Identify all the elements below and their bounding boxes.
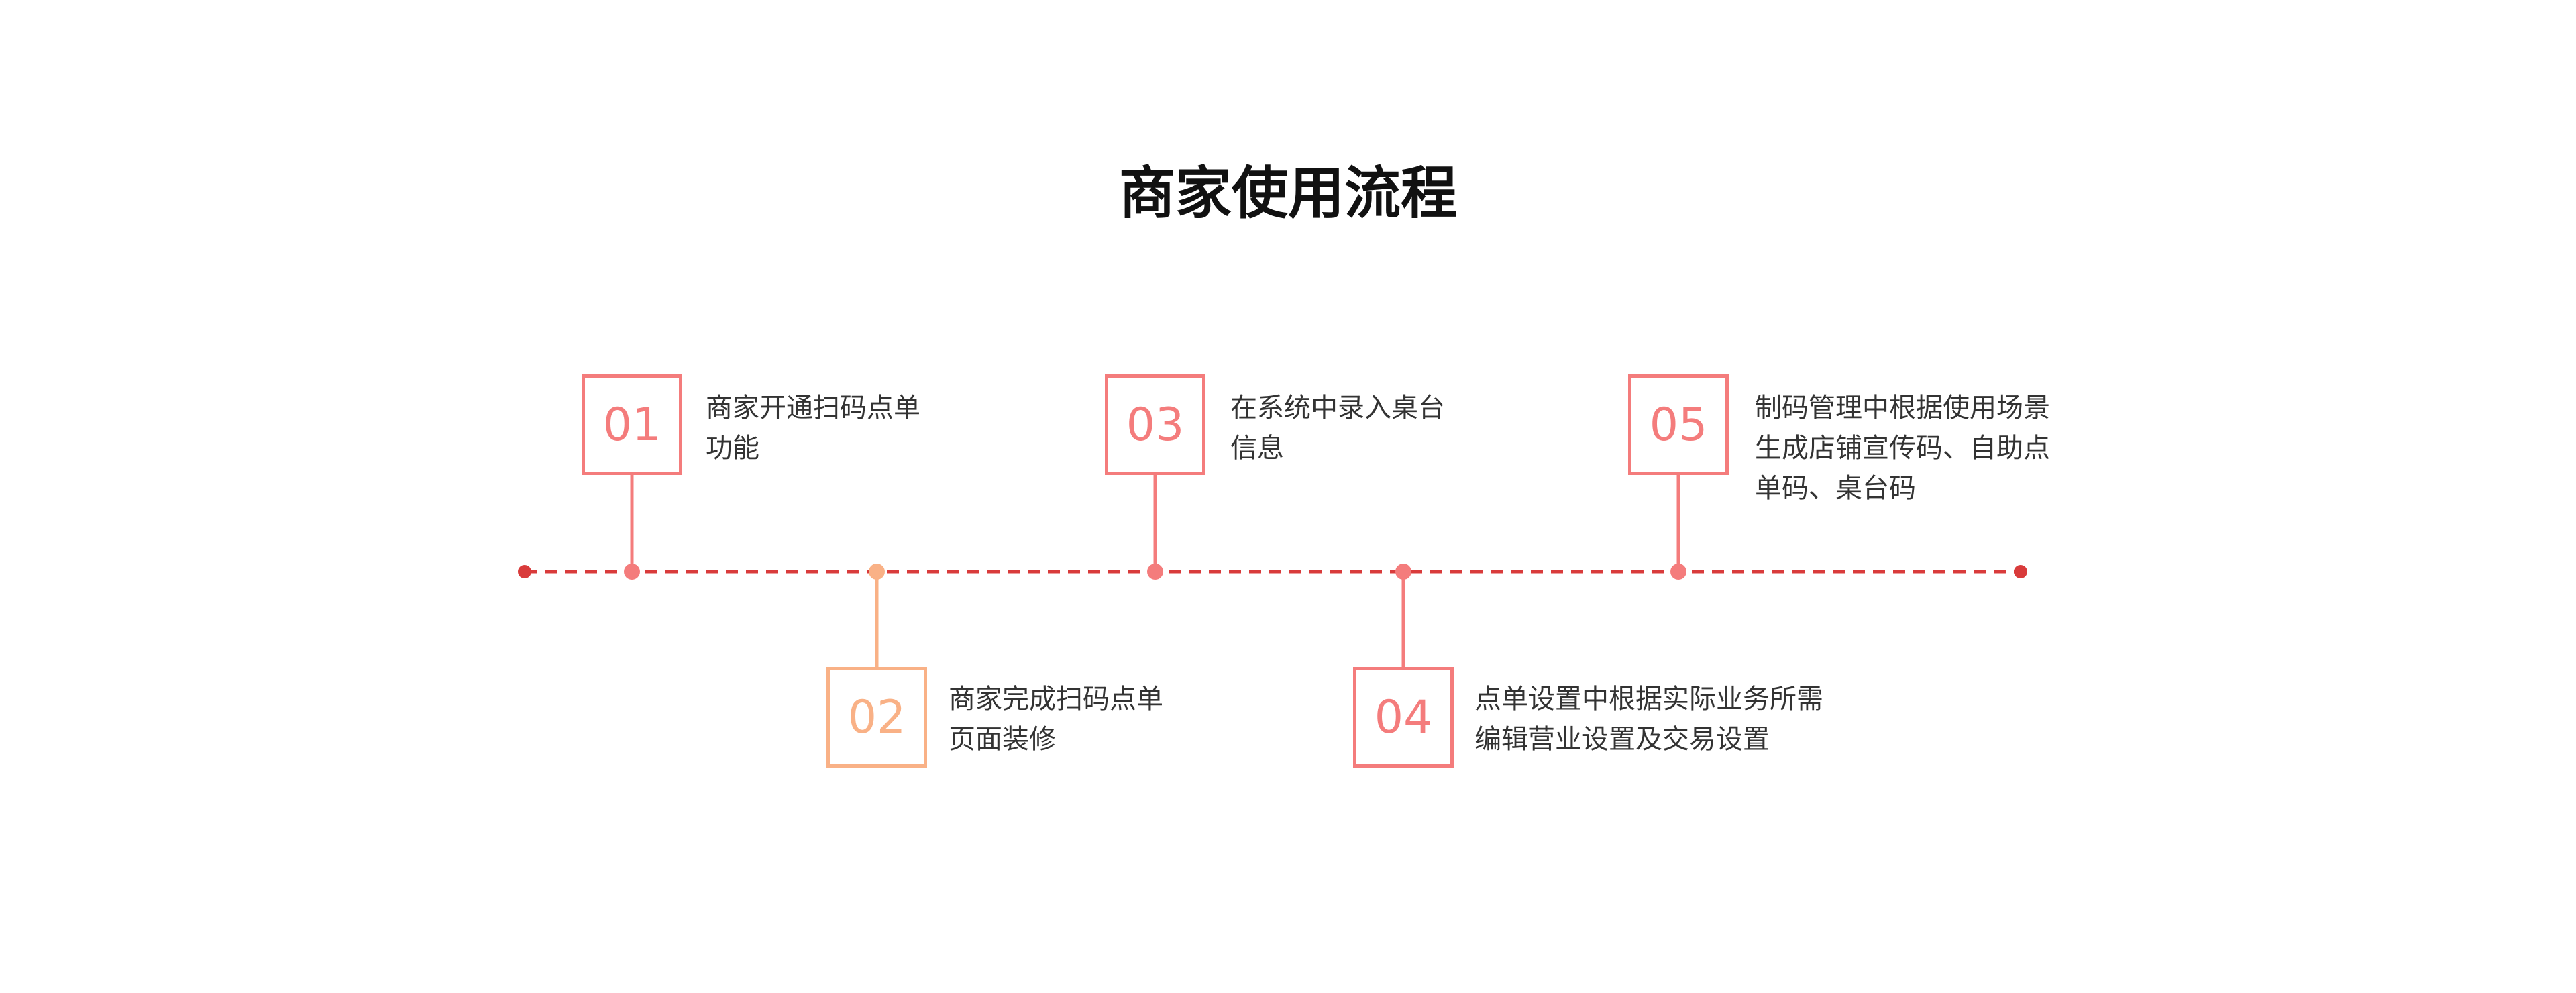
- step-02-number-box: 02: [826, 667, 927, 768]
- timeline-start-dot: [518, 565, 531, 578]
- timeline-end-dot: [2014, 565, 2027, 578]
- step-04-description: 点单设置中根据实际业务所需 编辑营业设置及交易设置: [1474, 679, 1823, 760]
- step-05-line-1: 制码管理中根据使用场景: [1755, 393, 2050, 423]
- step-05-number-box: 05: [1628, 374, 1729, 475]
- step-03-line-1: 在系统中录入桌台: [1230, 393, 1445, 423]
- step-04-line-2: 编辑营业设置及交易设置: [1474, 724, 1770, 755]
- step-03-line-2: 信息: [1230, 433, 1284, 464]
- step-04-number-box: 04: [1353, 667, 1454, 768]
- step-04-line-1: 点单设置中根据实际业务所需: [1474, 684, 1823, 715]
- step-01-line-1: 商家开通扫码点单: [706, 393, 920, 423]
- step-03-description: 在系统中录入桌台 信息: [1230, 388, 1445, 468]
- step-03-number-box: 03: [1105, 374, 1205, 475]
- step-02-line-1: 商家完成扫码点单: [949, 684, 1163, 715]
- step-05-line-2: 生成店铺宣传码、自助点: [1755, 433, 2050, 464]
- page-title: 商家使用流程: [1118, 160, 1457, 226]
- step-05-description: 制码管理中根据使用场景 生成店铺宣传码、自助点 单码、桌台码: [1755, 388, 2050, 509]
- step-02-dot: [869, 564, 885, 580]
- step-01-description: 商家开通扫码点单 功能: [706, 388, 920, 468]
- step-03-dot: [1147, 564, 1163, 580]
- step-01-dot: [624, 564, 640, 580]
- step-04-dot: [1395, 564, 1411, 580]
- step-05-dot: [1670, 564, 1686, 580]
- step-01-number-box: 01: [582, 374, 682, 475]
- step-05-line-3: 单码、桌台码: [1755, 473, 1916, 504]
- step-02-description: 商家完成扫码点单 页面装修: [949, 679, 1163, 760]
- step-02-line-2: 页面装修: [949, 724, 1056, 755]
- step-01-line-2: 功能: [706, 433, 759, 464]
